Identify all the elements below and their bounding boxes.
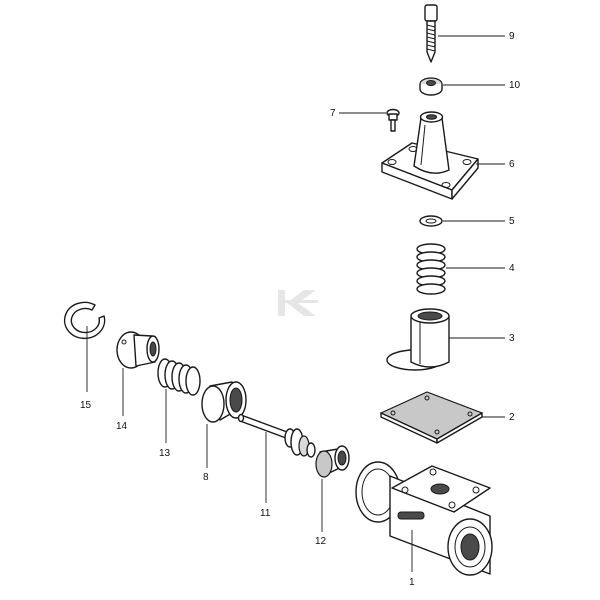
callout-12: 12 [315, 536, 327, 547]
part-2-diaphragm [379, 391, 484, 444]
callout-9: 9 [509, 31, 515, 42]
callout-1: 1 [409, 577, 415, 588]
part-15-circlip [63, 301, 106, 340]
callout-5: 5 [509, 216, 515, 227]
callout-11: 11 [260, 508, 271, 519]
part-6-upper-housing [381, 111, 479, 200]
callout-8: 8 [203, 472, 209, 483]
callout-6: 6 [509, 159, 515, 170]
part-10-nut [419, 77, 443, 96]
callout-4: 4 [509, 263, 515, 274]
callout-10: 10 [509, 80, 521, 91]
part-8-sleeve [201, 381, 247, 423]
callout-13: 13 [159, 448, 171, 459]
part-9-bolt [424, 4, 438, 63]
leader-lines [86, 35, 505, 572]
k-logo-icon [278, 290, 318, 316]
callout-labels: 9 10 7 6 5 4 3 2 1 15 14 13 8 11 12 [80, 31, 521, 588]
callout-7: 7 [330, 108, 336, 119]
part-7-screw [386, 108, 400, 132]
callout-2: 2 [509, 412, 515, 423]
callout-3: 3 [509, 333, 515, 344]
part-5-washer [419, 215, 443, 227]
part-3-cup [386, 308, 450, 371]
part-14-flange-bushing [116, 331, 160, 369]
callout-15: 15 [80, 400, 92, 411]
callout-14: 14 [116, 421, 128, 432]
part-12-seal [315, 445, 350, 478]
part-11-valve-stem [237, 413, 316, 458]
part-4-spring [416, 243, 446, 295]
part-1-valve-body [355, 461, 493, 576]
part-13-spring [157, 358, 201, 396]
